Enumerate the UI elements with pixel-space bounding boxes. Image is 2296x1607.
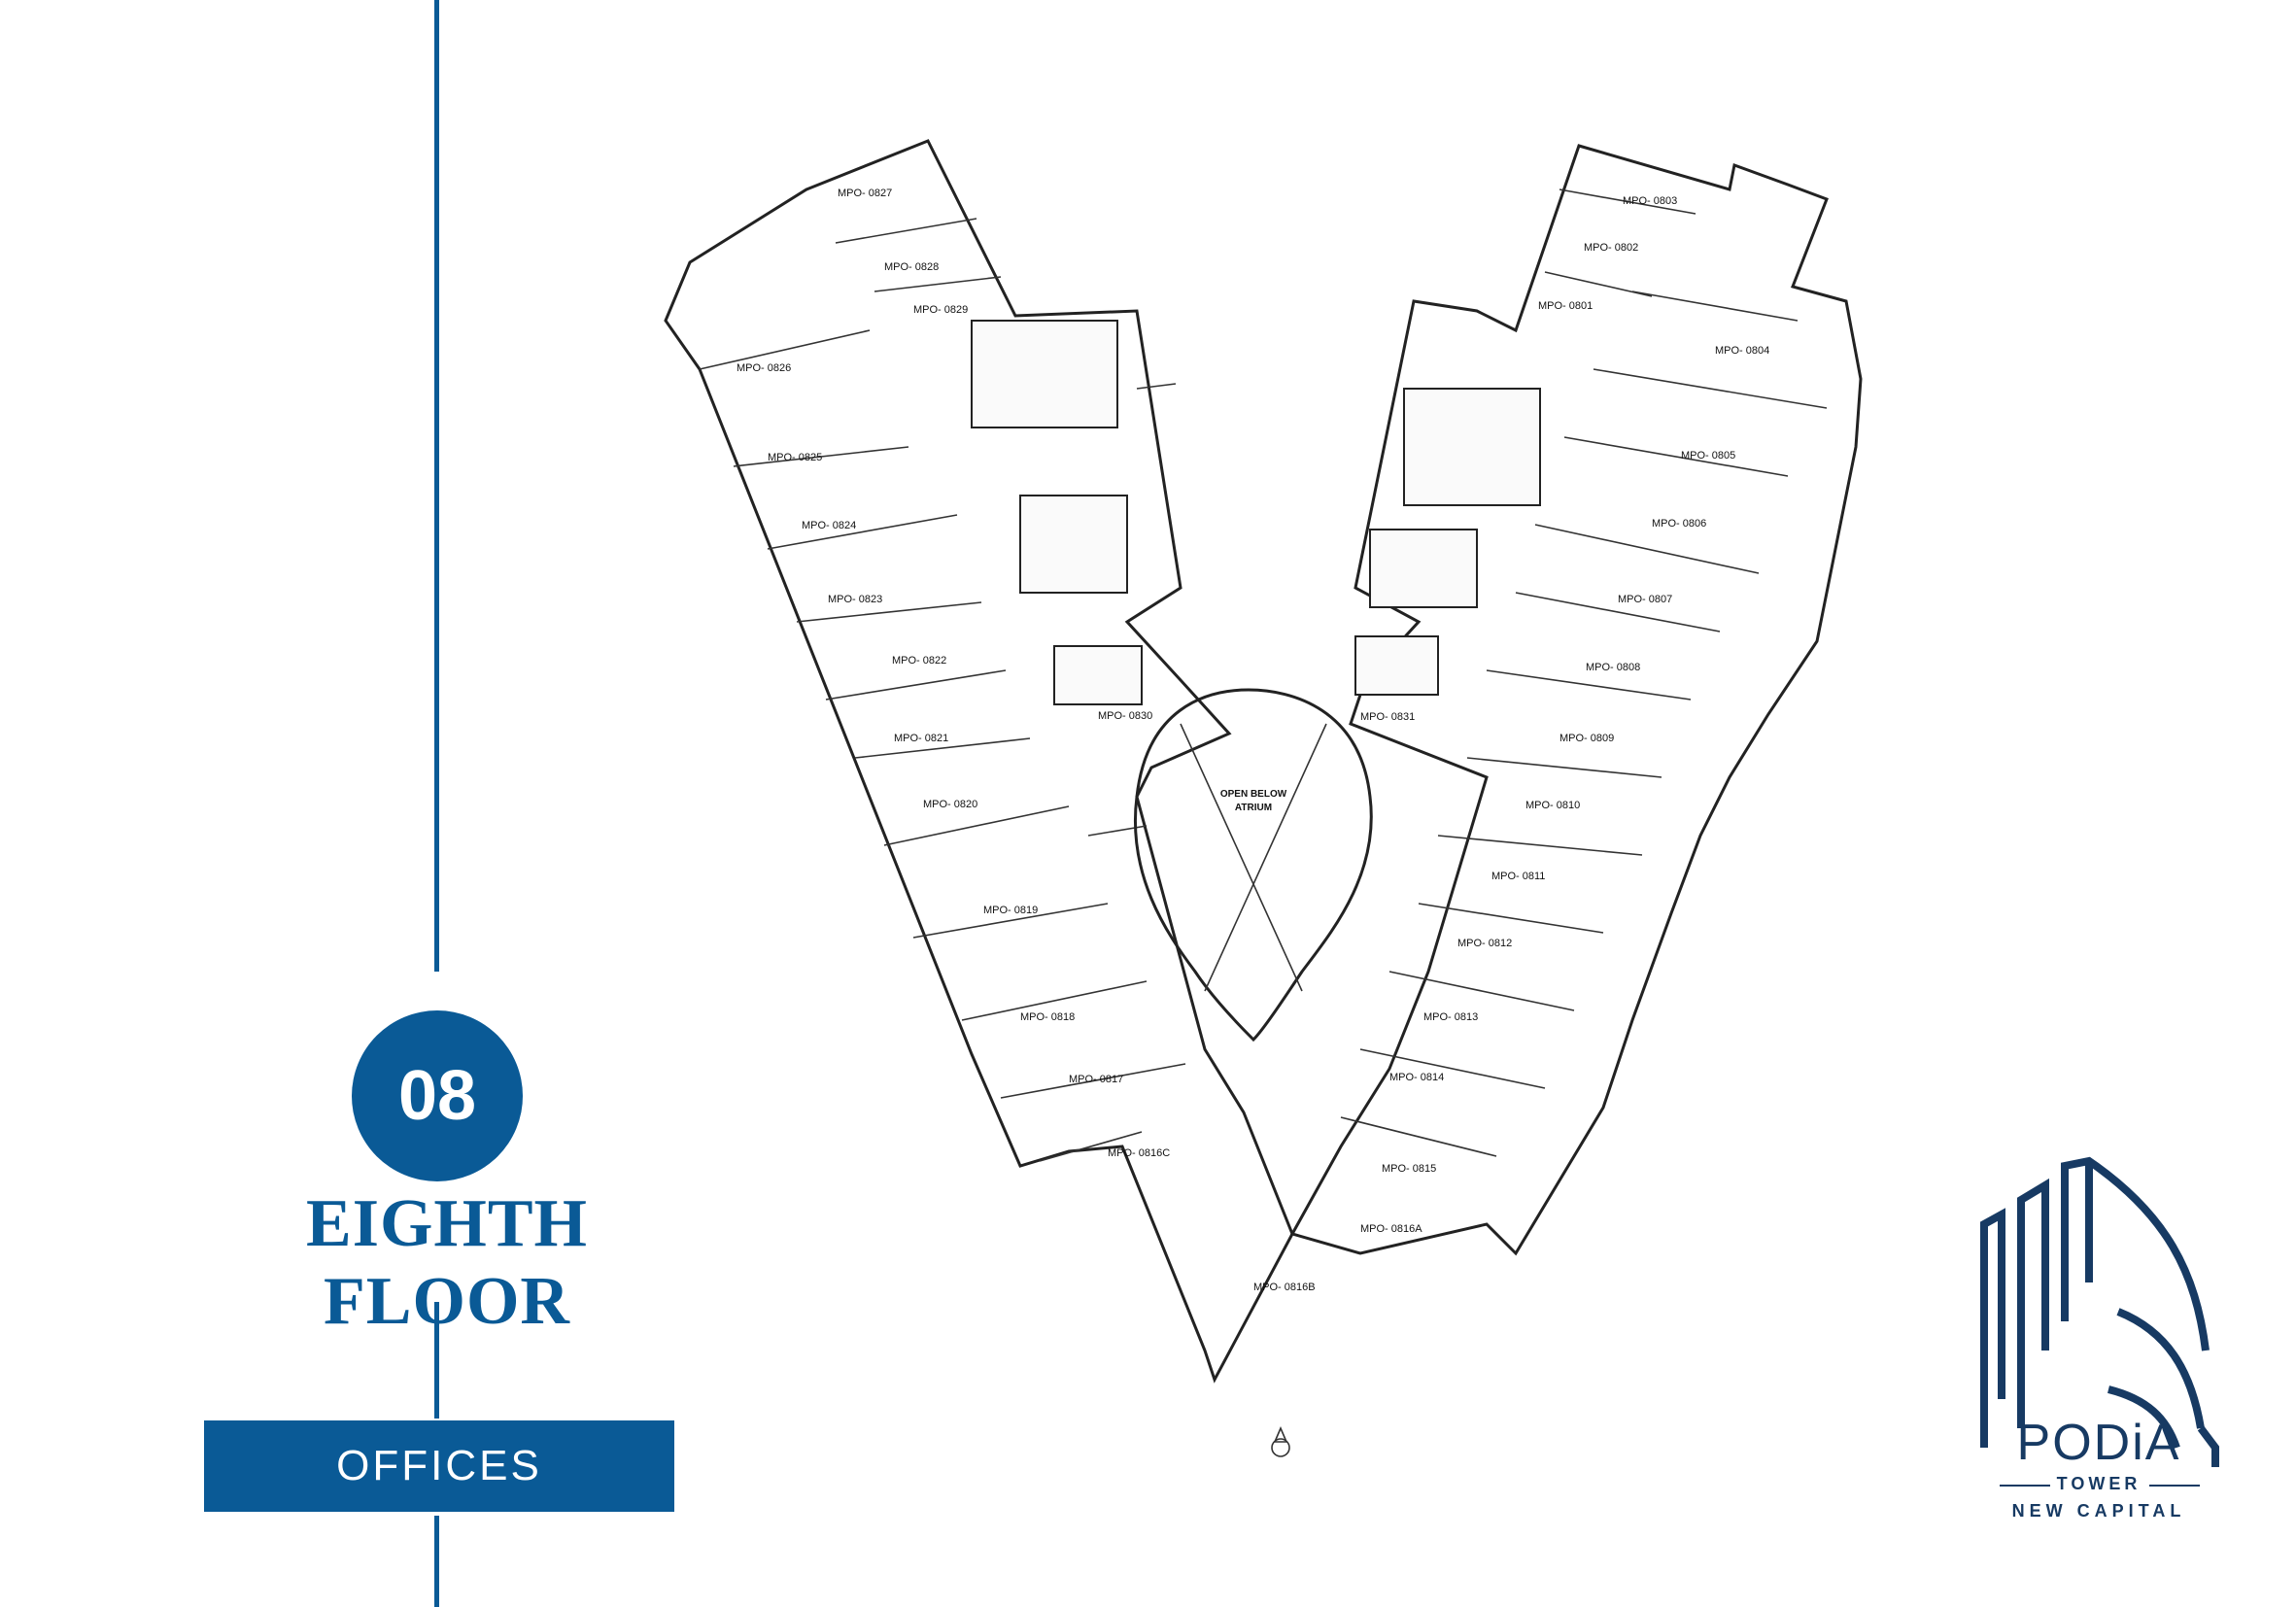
- divider-line-middle: [434, 1302, 439, 1419]
- room-label: MPO- 0825: [768, 452, 822, 463]
- atrium-label-line1: OPEN BELOW: [1220, 789, 1287, 800]
- podia-logo-icon: [1980, 1156, 2219, 1467]
- room-label: MPO- 0802: [1584, 242, 1638, 254]
- room-label: MPO- 0813: [1423, 1011, 1478, 1023]
- room-label: MPO- 0815: [1382, 1163, 1436, 1175]
- room-label: MPO- 0806: [1652, 518, 1706, 530]
- north-arrow-icon: [1271, 1425, 1290, 1457]
- brand-location-line: NEW CAPITAL: [2011, 1501, 2186, 1521]
- room-label: MPO- 0817: [1069, 1074, 1123, 1085]
- room-label: MPO- 0804: [1715, 345, 1769, 357]
- room-label: MPO- 0826: [737, 362, 791, 374]
- room-label: MPO- 0819: [983, 905, 1038, 916]
- room-labels: MPO- 0827 MPO- 0828 MPO- 0829 MPO- 0826 …: [737, 188, 1769, 1293]
- room-label: MPO- 0812: [1457, 938, 1512, 949]
- room-label: MPO- 0808: [1586, 662, 1640, 673]
- divider-line-bottom: [434, 1516, 439, 1607]
- room-label: MPO- 0830: [1098, 710, 1152, 722]
- room-label: MPO- 0831: [1360, 711, 1415, 723]
- atrium: OPEN BELOW ATRIUM: [1134, 688, 1373, 1043]
- room-label: MPO- 0821: [894, 733, 948, 744]
- room-label: MPO- 0820: [923, 799, 977, 810]
- floor-number-badge: 08: [352, 1010, 523, 1181]
- brand-dash-left: [2000, 1485, 2050, 1487]
- atrium-label-line2: ATRIUM: [1235, 803, 1272, 813]
- right-wing: [1289, 144, 1863, 1256]
- room-label: MPO- 0827: [838, 188, 892, 199]
- room-label: MPO- 0823: [828, 594, 882, 605]
- floor-title: EIGHTH FLOOR: [306, 1186, 588, 1339]
- room-label: MPO- 0829: [913, 304, 968, 316]
- brand-dash-right: [2149, 1485, 2200, 1487]
- room-label: MPO- 0811: [1491, 871, 1545, 882]
- room-label: MPO- 0818: [1020, 1011, 1075, 1023]
- room-label: MPO- 0807: [1618, 594, 1672, 605]
- room-label: MPO- 0803: [1623, 195, 1677, 207]
- room-label: MPO- 0816C: [1108, 1147, 1170, 1159]
- room-label: MPO- 0824: [802, 520, 856, 531]
- floor-use-label: OFFICES: [204, 1420, 674, 1512]
- brand-name: PODiA: [2016, 1415, 2181, 1471]
- room-label: MPO- 0828: [884, 261, 939, 273]
- left-wing: [664, 139, 1294, 1384]
- room-label: MPO- 0810: [1525, 800, 1580, 811]
- room-label: MPO- 0822: [892, 655, 946, 667]
- divider-line-top: [434, 0, 439, 972]
- room-label: MPO- 0801: [1538, 300, 1593, 312]
- room-label: MPO- 0809: [1559, 733, 1614, 744]
- room-label: MPO- 0805: [1681, 450, 1735, 462]
- brand-tower-line: TOWER: [2056, 1474, 2142, 1493]
- room-label: MPO- 0814: [1389, 1072, 1444, 1083]
- room-label: MPO- 0816A: [1360, 1223, 1422, 1235]
- room-label: MPO- 0816B: [1253, 1282, 1316, 1293]
